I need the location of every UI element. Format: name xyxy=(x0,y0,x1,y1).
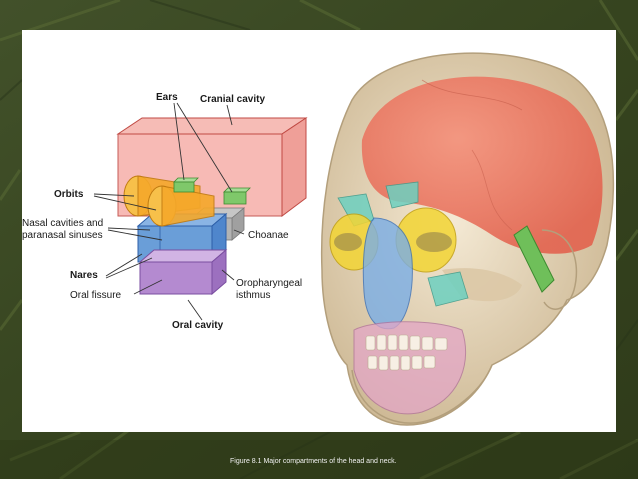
figure-panel: Ears Cranial cavity Orbits Nasal cavitie… xyxy=(22,30,616,432)
skull-illustration xyxy=(320,52,615,426)
label-oropharyngeal: Oropharyngeal xyxy=(236,278,302,289)
label-nasal-cavities: Nasal cavities and xyxy=(22,218,103,229)
label-ears: Ears xyxy=(156,92,178,103)
label-nares: Nares xyxy=(70,270,98,281)
label-orbits: Orbits xyxy=(54,189,84,200)
label-cranial-cavity: Cranial cavity xyxy=(200,94,265,105)
label-isthmus: isthmus xyxy=(236,290,270,301)
label-paranasal-sinuses: paranasal sinuses xyxy=(22,230,103,241)
oral-cavity-box xyxy=(138,248,228,296)
label-choanae: Choanae xyxy=(248,230,289,241)
head-compartments-diagram: Ears Cranial cavity Orbits Nasal cavitie… xyxy=(22,52,615,426)
label-oral-cavity: Oral cavity xyxy=(172,320,224,331)
label-oral-fissure: Oral fissure xyxy=(70,290,122,301)
ear-boxes xyxy=(173,177,251,205)
figure-caption: Figure 8.1 Major compartments of the hea… xyxy=(230,458,397,465)
leader-lines xyxy=(93,102,245,321)
